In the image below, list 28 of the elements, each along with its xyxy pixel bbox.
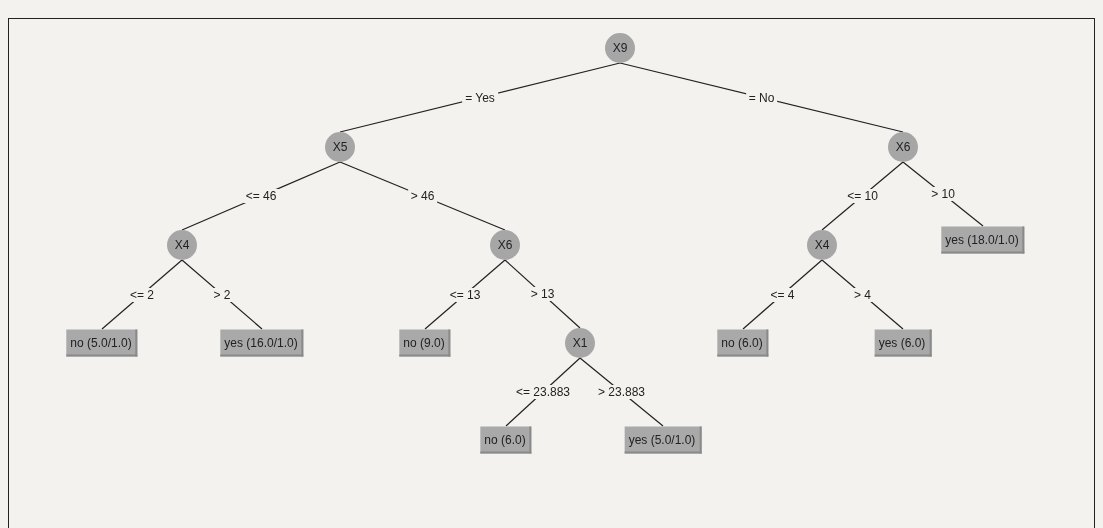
edge-label: > 46 <box>407 189 438 203</box>
leaf-node: yes (16.0/1.0) <box>220 329 304 357</box>
split-node-circle: X6 <box>490 230 520 260</box>
leaf-node: no (5.0/1.0) <box>66 329 138 357</box>
edge-label: <= 2 <box>127 287 157 302</box>
leaf-node: yes (5.0/1.0) <box>624 426 702 454</box>
edge-label: > 2 <box>210 287 234 302</box>
edge-label: > 10 <box>928 187 958 201</box>
edge-label: = Yes <box>462 90 498 105</box>
split-node-circle: X1 <box>565 328 595 358</box>
leaf-node: yes (6.0) <box>874 329 932 357</box>
split-node-circle: X5 <box>325 132 355 162</box>
split-node-circle: X6 <box>888 132 918 162</box>
branch-line <box>821 259 904 330</box>
branch-line <box>619 62 904 133</box>
leaf-node: no (9.0) <box>399 329 451 357</box>
edge-label: = No <box>745 90 778 105</box>
edge-label: <= 46 <box>242 189 280 203</box>
leaf-node: no (6.0) <box>717 329 769 357</box>
split-node-circle: X4 <box>807 230 837 260</box>
leaf-node: no (6.0) <box>480 426 532 454</box>
edge-label: > 4 <box>851 287 874 302</box>
edge-label: <= 10 <box>844 189 881 203</box>
leaf-node: yes (18.0/1.0) <box>941 226 1025 254</box>
edge-label: > 23.883 <box>595 385 648 399</box>
branch-line <box>181 259 263 330</box>
split-node-circle: X9 <box>605 33 635 63</box>
split-node-circle: X4 <box>167 230 197 260</box>
